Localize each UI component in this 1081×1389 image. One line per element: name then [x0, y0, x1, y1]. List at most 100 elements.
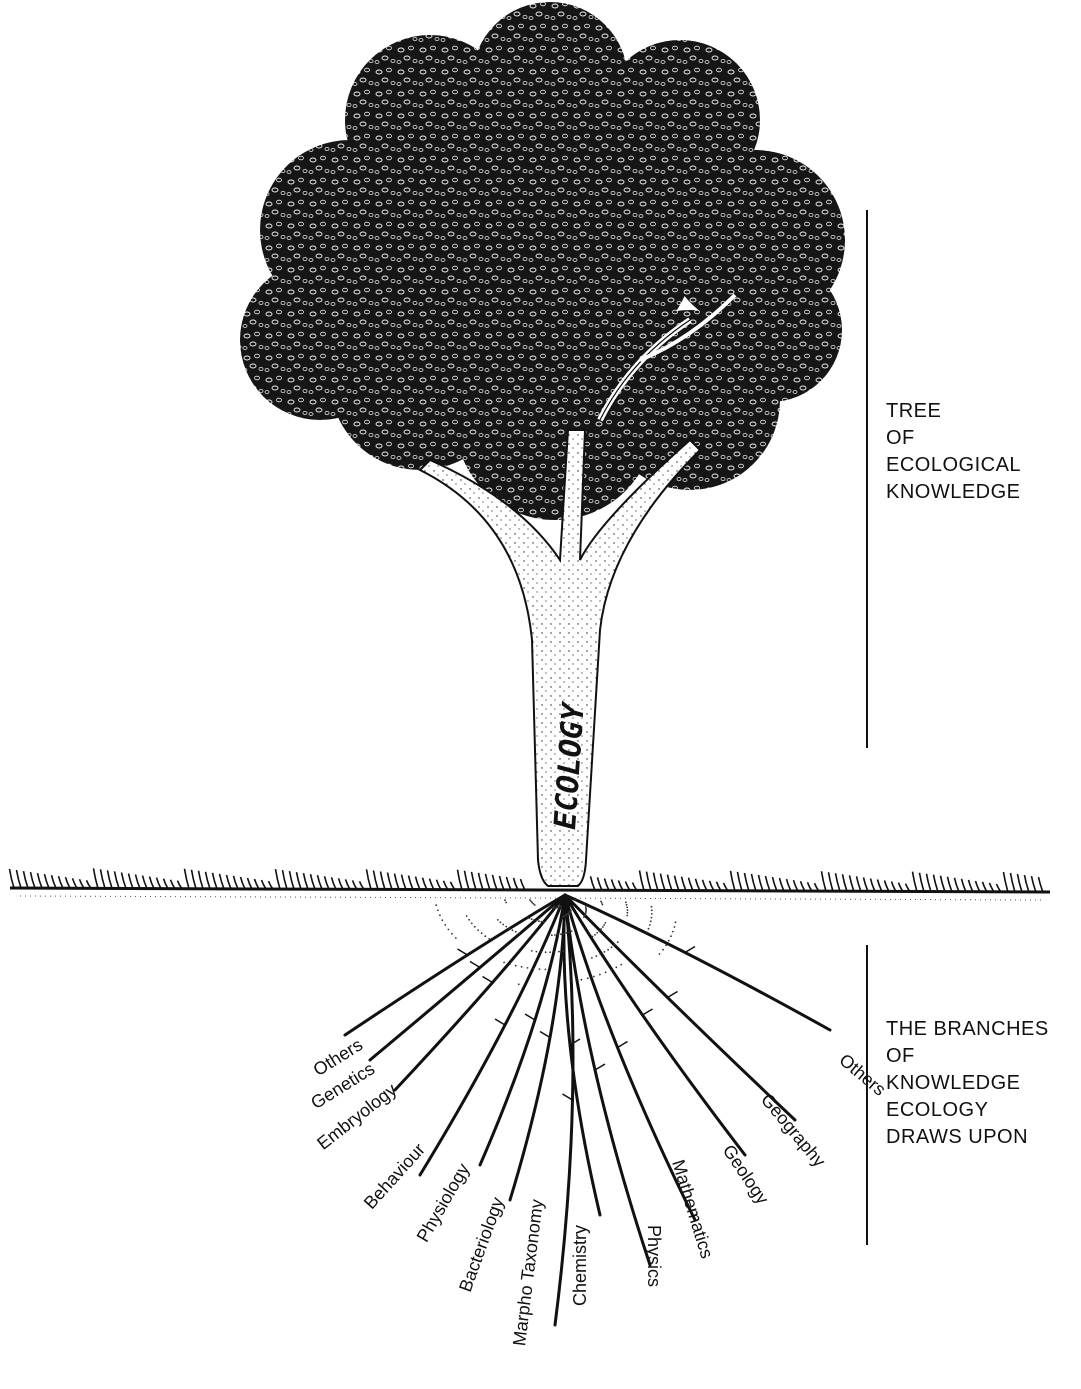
root-label: Others — [835, 1050, 889, 1100]
soil-dot — [505, 926, 507, 928]
soil-dot — [505, 902, 507, 904]
soil-dot — [477, 929, 479, 931]
soil-dot — [549, 951, 551, 953]
soil-dot — [610, 969, 612, 971]
soil-dot — [536, 951, 538, 953]
root-branch — [395, 895, 565, 1090]
soil-dot — [512, 929, 514, 931]
root-label: Physics — [644, 1225, 664, 1287]
soil-dot — [503, 962, 505, 964]
soil-dot — [672, 931, 674, 933]
soil-dot — [603, 924, 605, 926]
soil-dot — [600, 953, 602, 955]
soil-dot — [560, 933, 562, 935]
soil-dot — [545, 969, 547, 971]
soil-dot — [527, 967, 529, 969]
soil-dot — [626, 915, 628, 917]
soil-dot — [451, 933, 453, 935]
root-branch — [345, 895, 565, 1035]
soil-dot — [675, 921, 677, 923]
soil-dot — [560, 906, 562, 908]
soil-dot — [563, 933, 565, 935]
soil-dot — [593, 976, 595, 978]
soil-dot — [592, 936, 594, 938]
soil-dot — [591, 957, 593, 959]
soil-dot — [659, 953, 661, 955]
rootlet — [563, 1094, 573, 1100]
soil-dot — [441, 919, 443, 921]
rootlet — [595, 1064, 605, 1070]
root-label: Marpho Taxonomy — [509, 1198, 547, 1347]
roots-bracket-line — [866, 945, 868, 1245]
soil-dot — [607, 949, 609, 951]
roots-caption-line: KNOWLEDGE — [886, 1070, 1049, 1097]
soil-dot — [448, 929, 450, 931]
soil-dot — [604, 951, 606, 953]
tree-caption-line: OF — [886, 425, 1021, 452]
rootlet — [470, 962, 480, 968]
soil-dot — [471, 923, 473, 925]
root-label: Geology — [719, 1141, 773, 1208]
soil-dot — [435, 904, 437, 906]
soil-dot — [508, 928, 510, 930]
soil-dot — [649, 924, 651, 926]
soil-dot — [617, 941, 619, 943]
rootlet — [540, 1032, 550, 1038]
soil-dot — [600, 901, 602, 903]
soil-dot — [668, 940, 670, 942]
soil-dot — [481, 932, 483, 934]
soil-dot — [539, 968, 541, 970]
soil-dot — [500, 921, 502, 923]
soil-dot — [533, 919, 535, 921]
soil-dot — [545, 951, 547, 953]
rootlet — [643, 1009, 653, 1015]
soil-dot — [651, 913, 653, 915]
root-branch — [370, 895, 565, 1060]
soil-dot — [515, 931, 517, 933]
soil-dot — [529, 899, 531, 901]
root-label: Behaviour — [360, 1139, 429, 1213]
soil-dot — [540, 951, 542, 953]
soil-dot — [515, 965, 517, 967]
soil-dot — [557, 934, 559, 936]
soil-dot — [594, 934, 596, 936]
root-label: Chemistry — [570, 1225, 590, 1306]
soil-dot — [554, 951, 556, 953]
soil-dot — [599, 974, 601, 976]
soil-dot — [518, 932, 520, 934]
tree-caption-line: TREE — [886, 398, 1021, 425]
soil-dot — [614, 944, 616, 946]
tree-caption-line: ECOLOGICAL — [886, 452, 1021, 479]
soil-dot — [536, 920, 538, 922]
soil-dot — [650, 920, 652, 922]
soil-dot — [439, 914, 441, 916]
rootlet — [618, 1042, 628, 1048]
soil-dot — [595, 955, 597, 957]
soil-dot — [615, 966, 617, 968]
soil-dot — [627, 909, 629, 911]
tree-caption: TREE OF ECOLOGICAL KNOWLEDGE — [886, 398, 1021, 506]
roots-caption-line: THE BRANCHES — [886, 1016, 1049, 1043]
soil-dot — [670, 935, 672, 937]
tree-canopy — [240, 2, 845, 520]
soil-dot — [620, 964, 622, 966]
soil-dot — [602, 926, 604, 928]
root-label: Geography — [757, 1090, 830, 1171]
soil-dot — [651, 906, 653, 908]
soil-dot — [533, 968, 535, 970]
soil-dot — [518, 983, 520, 985]
soil-dot — [600, 928, 602, 930]
soil-dot — [531, 950, 533, 952]
soil-dot — [497, 919, 499, 921]
soil-dot — [504, 899, 506, 901]
root-branch — [565, 895, 745, 1155]
soil-dot — [596, 932, 598, 934]
soil-dot — [540, 921, 542, 923]
soil-dot — [534, 904, 536, 906]
roots-caption-line: DRAWS UPON — [886, 1124, 1049, 1151]
soil-dot — [601, 902, 603, 904]
soil-dot — [605, 971, 607, 973]
soil-dot — [531, 918, 533, 920]
soil-dot — [521, 966, 523, 968]
